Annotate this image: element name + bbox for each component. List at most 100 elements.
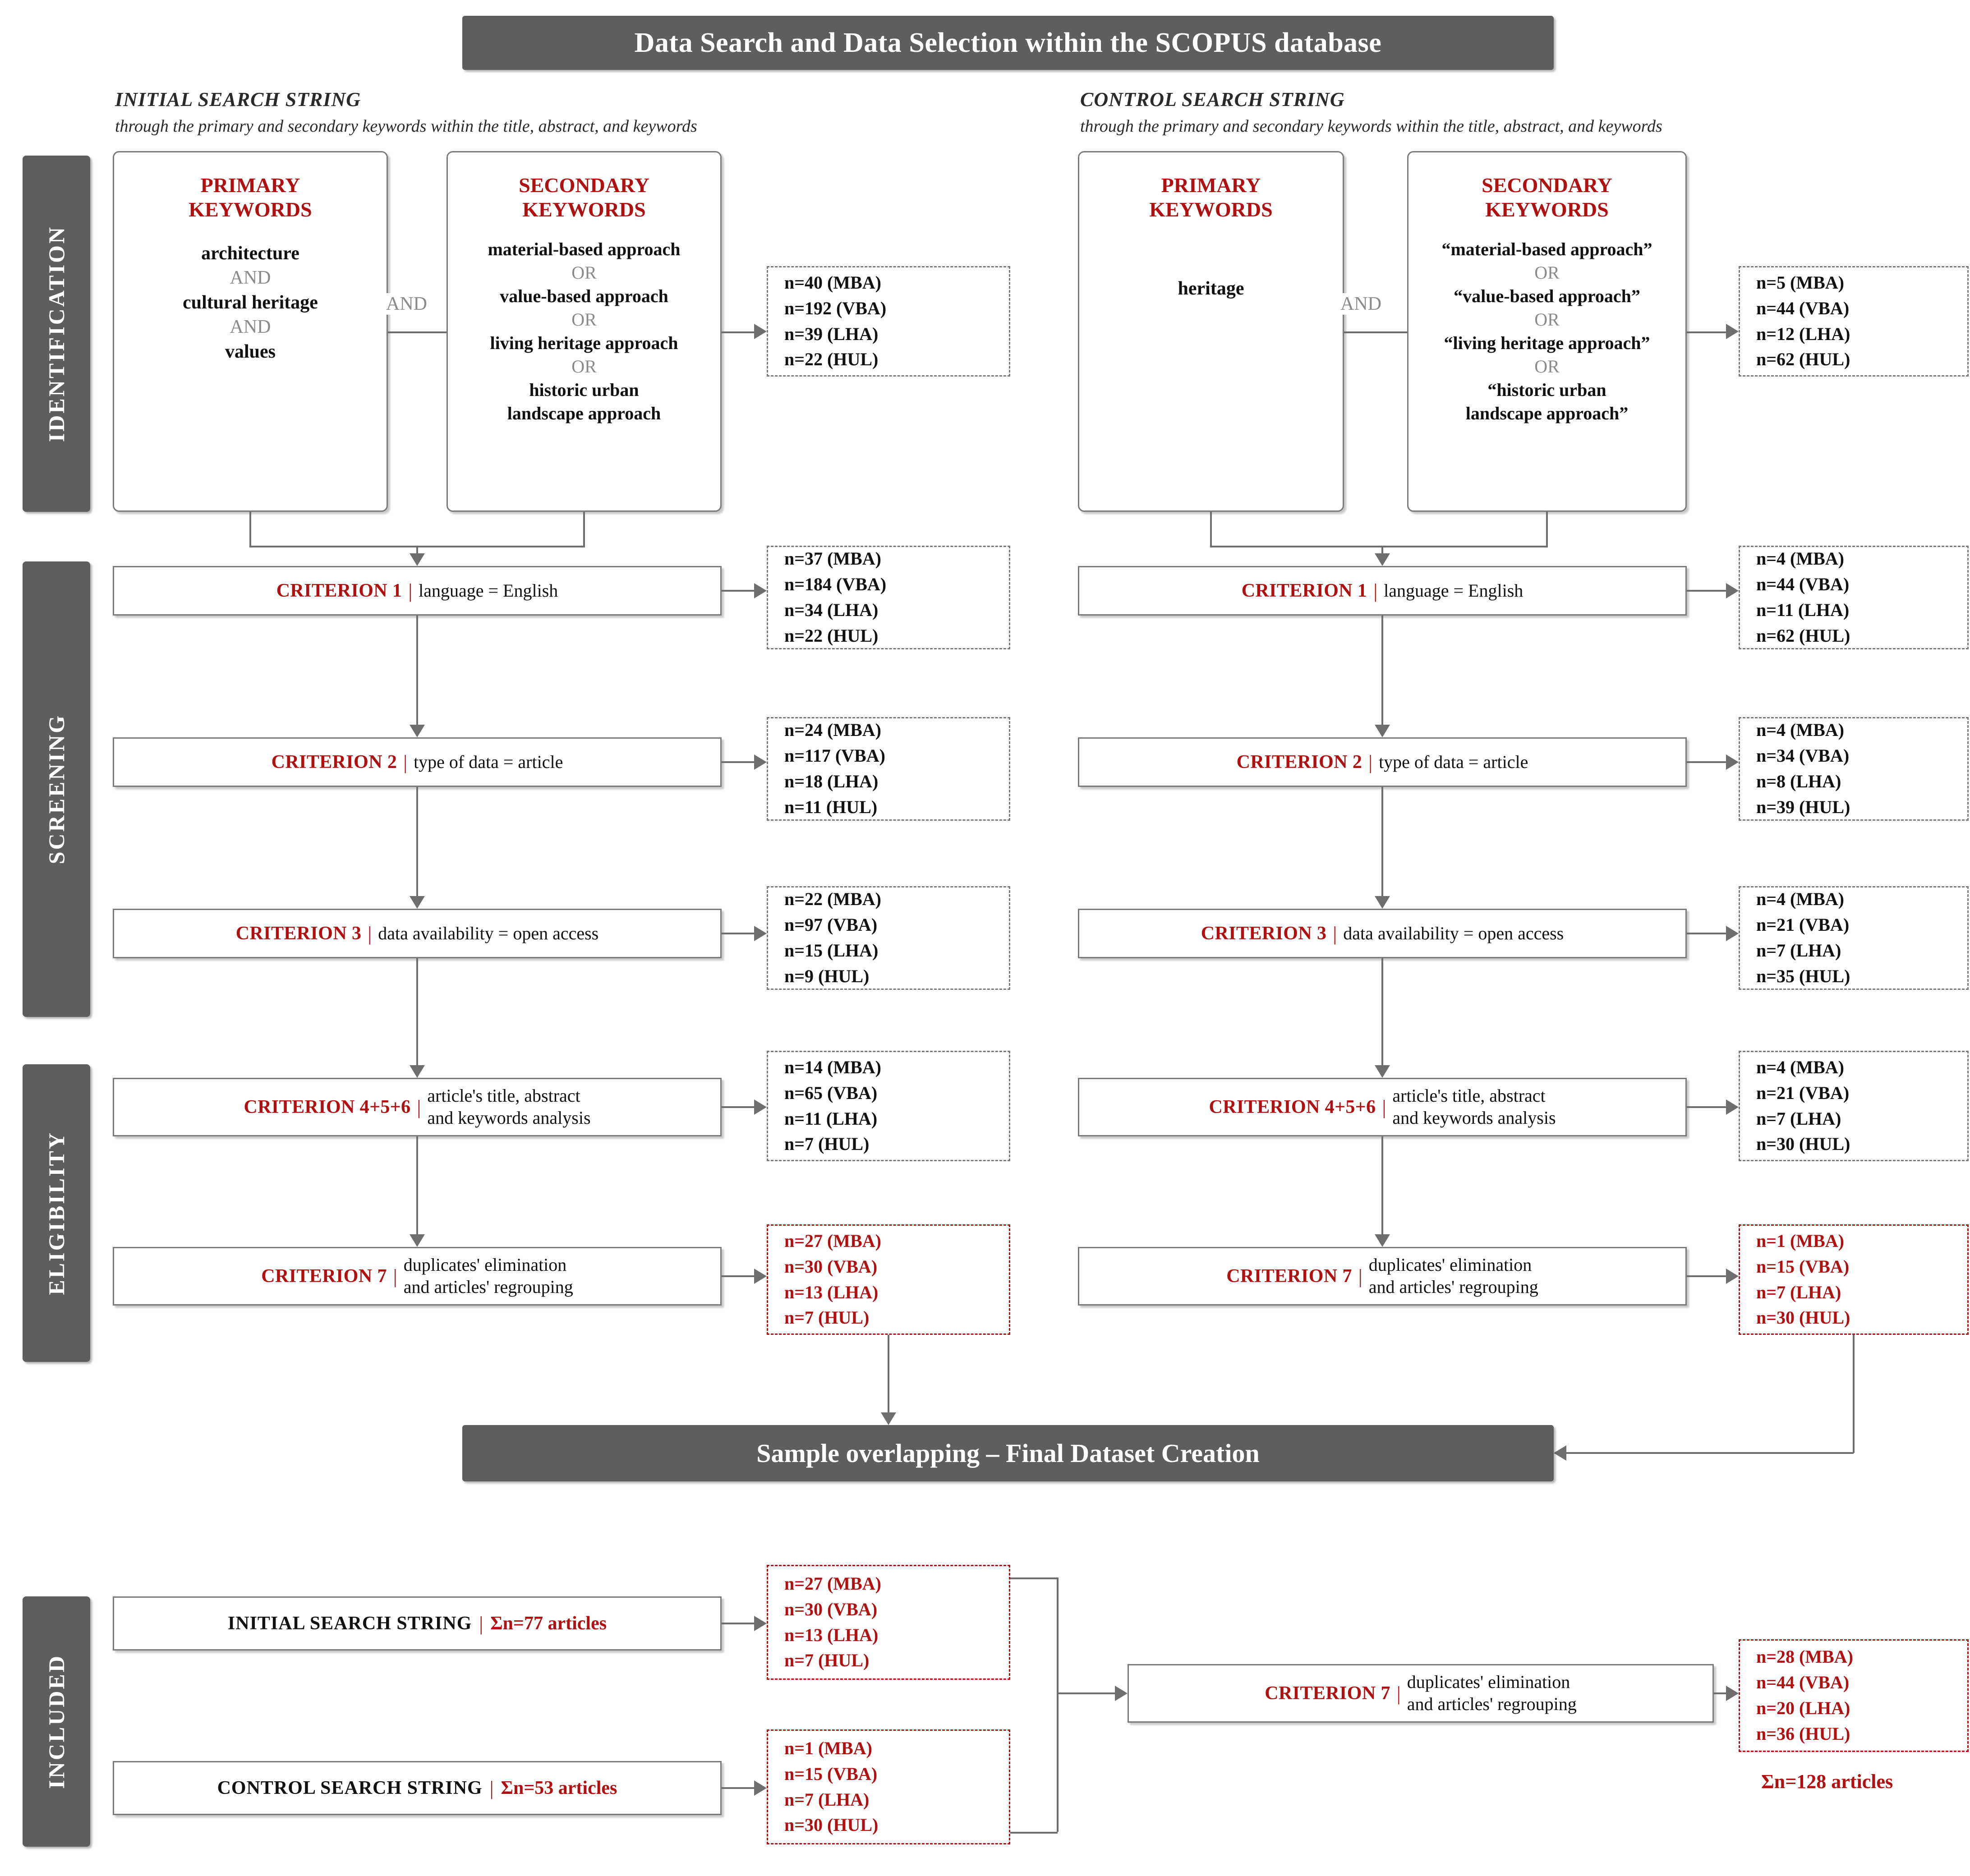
result-line: n=24 (MBA) [784,720,881,740]
result-line: n=34 (VBA) [1756,745,1850,766]
arrow-right-icon [754,754,767,770]
final-results-box: n=28 (MBA)n=44 (VBA)n=20 (LHA)n=36 (HUL) [1739,1639,1969,1752]
result-line: n=30 (HUL) [1756,1134,1850,1154]
criterion-divider: | [408,579,413,602]
criterion-inner: CRITERION 3|data availability = open acc… [1201,922,1564,945]
connector-line [1687,590,1726,592]
result-line: n=62 (HUL) [1756,349,1850,370]
connector-line [722,331,754,333]
connector-line [416,1136,418,1234]
criterion-inner: CRITERION 4+5+6|article's title, abstrac… [244,1085,590,1129]
connector-line [1687,933,1726,934]
result-line: n=192 (VBA) [784,298,887,318]
result-line: n=15 (LHA) [784,940,879,961]
connector-line [1687,331,1726,333]
connector-line [1546,512,1548,546]
included-box-1: CONTROL SEARCH STRING|Σn=53 articles [113,1761,722,1815]
criterion-box-1-3: CRITERION 3|data availability = open acc… [1078,909,1687,958]
result-line: n=18 (LHA) [784,771,879,791]
join-operator-label-1: AND [1339,293,1383,315]
result-line: n=14 (MBA) [784,1057,881,1077]
result-line: n=37 (MBA) [784,548,881,569]
result-line: n=39 (HUL) [1756,796,1850,817]
criterion-divider: | [417,1096,421,1118]
keyword-operator: OR [571,262,597,283]
connector-line [416,958,418,1065]
criterion-id: CRITERION 7 [261,1266,387,1287]
stage-label-identification: IDENTIFICATION [23,156,90,512]
criterion-results-1-1: n=4 (MBA)n=44 (VBA)n=11 (LHA)n=62 (HUL) [1739,546,1969,649]
criterion-box-1-4: CRITERION 4+5+6|article's title, abstrac… [1078,1078,1687,1136]
connector-line [1853,1335,1855,1453]
connector-line [249,512,251,546]
arrow-right-icon [1726,583,1739,598]
connector-line [1687,1106,1726,1108]
keyword-operator: OR [1534,356,1560,377]
criterion-divider: | [1368,751,1373,773]
criterion-description: data availability = open access [1343,923,1564,943]
result-line: n=4 (MBA) [1756,1057,1844,1077]
result-line: n=30 (VBA) [784,1256,878,1277]
criterion-id: CRITERION 1 [1241,580,1367,601]
included-label: INITIAL SEARCH STRING [227,1613,472,1634]
criterion-box-0-2: CRITERION 2|type of data = article [113,737,722,787]
connector-line [722,1787,754,1789]
keyword-operator: AND [230,317,271,338]
result-line: n=11 (LHA) [784,1108,878,1129]
stage-label-eligibility: ELIGIBILITY [23,1064,90,1362]
criterion-id: CRITERION 3 [1201,923,1327,944]
included-box-0: INITIAL SEARCH STRING|Σn=77 articles [113,1596,722,1651]
connector-line [1687,1275,1726,1277]
connector-line [722,590,754,592]
result-line: n=44 (VBA) [1756,574,1850,595]
criterion-divider: | [1373,579,1378,602]
criterion-inner: CRITERION 4+5+6|article's title, abstrac… [1209,1085,1556,1129]
join-operator-label-0: AND [384,293,429,315]
page-title: Data Search and Data Selection within th… [462,16,1554,70]
connector-line [1381,616,1383,725]
included-sum: Σn=77 articles [490,1613,607,1634]
result-line: n=7 (HUL) [784,1134,870,1154]
sample-overlapping-banner: Sample overlapping – Final Dataset Creat… [462,1425,1554,1481]
stage-label-included: INCLUDED [23,1596,90,1847]
criterion-id: CRITERION 2 [1236,752,1362,772]
result-line: n=9 (HUL) [784,966,870,986]
criterion-divider: | [393,1265,397,1287]
included-results-1: n=1 (MBA)n=15 (VBA)n=7 (LHA)n=30 (HUL) [767,1729,1010,1844]
criterion-description: data availability = open access [378,923,599,943]
arrow-right-icon [754,1780,767,1796]
arrow-right-icon [1726,926,1739,941]
keyword-operator: AND [230,267,271,289]
included-results-0: n=27 (MBA)n=30 (VBA)n=13 (LHA)n=7 (HUL) [767,1565,1010,1680]
column-subheading-0: through the primary and secondary keywor… [115,117,697,136]
criterion-results-0-5: n=27 (MBA)n=30 (VBA)n=13 (LHA)n=7 (HUL) [767,1224,1010,1335]
criterion-results-0-3: n=22 (MBA)n=97 (VBA)n=15 (LHA)n=9 (HUL) [767,886,1010,990]
criterion-results-1-4: n=4 (MBA)n=21 (VBA)n=7 (LHA)n=30 (HUL) [1739,1051,1969,1161]
identification-results-0: n=40 (MBA)n=192 (VBA)n=39 (LHA)n=22 (HUL… [767,266,1010,377]
criterion-box-0-4: CRITERION 4+5+6|article's title, abstrac… [113,1078,722,1136]
connector-line [1210,546,1548,547]
arrow-right-icon [1726,1269,1739,1284]
arrow-right-icon [754,583,767,598]
criterion-results-0-4: n=14 (MBA)n=65 (VBA)n=11 (LHA)n=7 (HUL) [767,1051,1010,1161]
criterion-divider: | [1396,1682,1401,1705]
criterion-id: CRITERION 7 [1226,1266,1352,1287]
connector-line [1381,1136,1383,1234]
arrow-right-icon [754,324,767,339]
primary-keywords-list: heritage [1178,276,1244,301]
keyword-operator: OR [571,309,597,330]
criterion-inner: CRITERION 2|type of data = article [272,751,563,774]
keyword-term: cultural heritage [183,292,318,313]
result-line: n=11 (LHA) [1756,600,1850,620]
arrow-left-icon [1554,1445,1566,1461]
result-line: n=21 (VBA) [1756,1082,1850,1103]
